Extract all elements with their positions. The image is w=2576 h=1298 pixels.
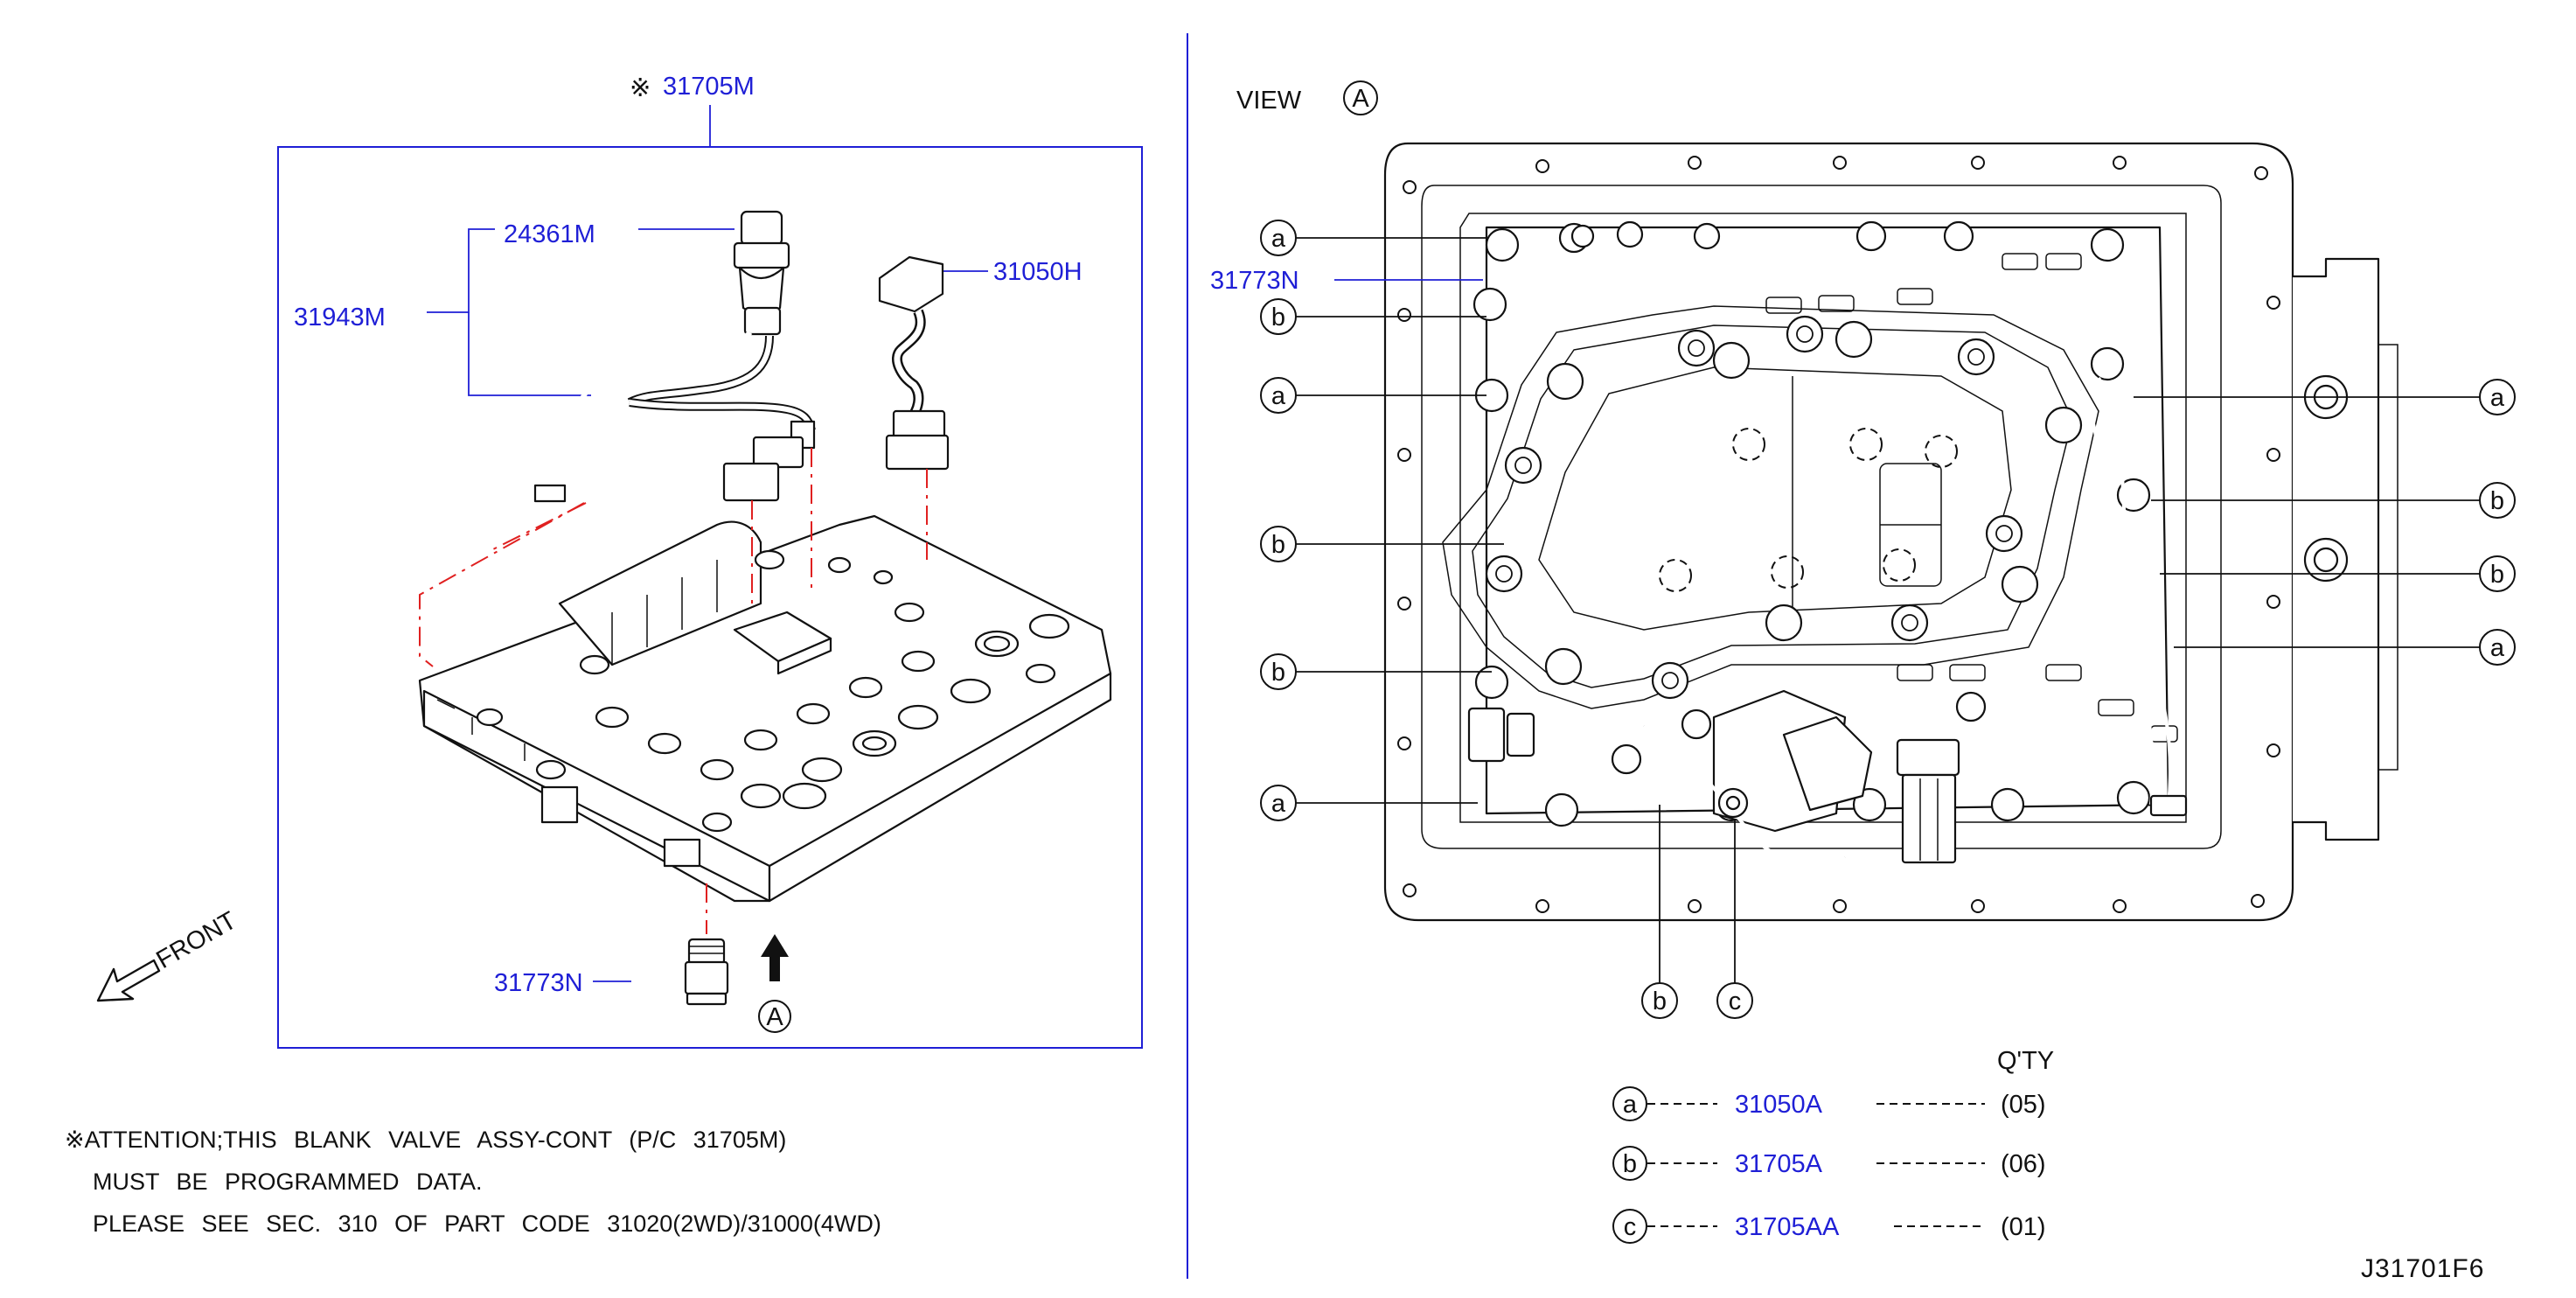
svg-text:a: a [1623, 1091, 1638, 1119]
qty-table: Q'TY a 31050A (05) b 31705A (06) c [1612, 1047, 2054, 1244]
figure-id: J31701F6 [2361, 1254, 2484, 1283]
callout-b-5[interactable]: b [2479, 555, 2516, 592]
qty-code-a[interactable]: 31050A [1735, 1091, 1823, 1119]
part-label-31773N-left[interactable]: 31773N [494, 969, 583, 997]
svg-text:a: a [1271, 382, 1286, 410]
view-marker-left[interactable] [758, 1000, 791, 1033]
plug-label-31773N-right[interactable]: 31773N [1210, 267, 1299, 295]
harness-wires [525, 330, 816, 503]
view-marker-right[interactable] [1343, 80, 1378, 115]
front-arrow [96, 959, 161, 1002]
callout-b-1[interactable]: b [1260, 298, 1297, 335]
attention-line-1: ※ATTENTION;THIS BLANK VALVE ASSY-CONT (P… [65, 1127, 786, 1153]
callout-c-1[interactable]: c [1716, 982, 1753, 1019]
callout-b-3[interactable]: b [1260, 653, 1297, 690]
assembly-frame [277, 146, 1143, 1049]
qty-code-b[interactable]: 31705A [1735, 1150, 1823, 1178]
attention-line-2: MUST BE PROGRAMMED DATA. [93, 1169, 483, 1195]
svg-text:A: A [1352, 85, 1369, 113]
control-valve-body [418, 514, 1112, 903]
left-panel: ※ 31705M 24361M 31943M 31050H 31773N [96, 73, 1143, 1049]
svg-text:a: a [1271, 225, 1286, 253]
svg-text:b: b [1271, 304, 1285, 331]
callout-b-2[interactable]: b [1260, 526, 1297, 562]
svg-text:c: c [1729, 987, 1742, 1015]
svg-text:a: a [2490, 384, 2505, 412]
part-label-24361M[interactable]: 24361M [504, 220, 595, 248]
plug-31773N [684, 938, 729, 1006]
qty-value-a: (05) [2001, 1091, 2046, 1119]
harness-top-connector [733, 210, 790, 336]
qty-row-b[interactable]: b 31705A (06) [1612, 1146, 2046, 1181]
assembly-guides [419, 448, 928, 934]
callout-b-6[interactable]: b [1641, 982, 1678, 1019]
callout-a-4[interactable]: a [2479, 379, 2516, 415]
callout-leaders [1289, 237, 2483, 983]
qty-row-a[interactable]: a 31050A (05) [1612, 1086, 2046, 1121]
right-panel: VIEW A [1210, 80, 2516, 1283]
solenoid-harness [1467, 376, 2188, 864]
connector-31050H [878, 255, 950, 471]
front-label: FRONT [152, 906, 242, 974]
svg-text:b: b [1653, 987, 1667, 1015]
main-part-code[interactable]: 31705M [663, 73, 755, 101]
qty-value-c: (01) [2001, 1213, 2046, 1241]
svg-text:b: b [2490, 561, 2504, 589]
callout-b-4[interactable]: b [2479, 482, 2516, 519]
svg-text:b: b [1271, 659, 1285, 687]
svg-text:b: b [1271, 531, 1285, 559]
svg-text:a: a [1271, 790, 1286, 818]
svg-text:b: b [1623, 1150, 1637, 1178]
qty-row-c[interactable]: c 31705AA (01) [1612, 1209, 2046, 1244]
svg-text:A: A [766, 1003, 783, 1031]
qty-header: Q'TY [1997, 1047, 2054, 1075]
view-arrow [761, 934, 789, 981]
main-part-mark: ※ [630, 74, 651, 102]
attention-note: ※ATTENTION;THIS BLANK VALVE ASSY-CONT (P… [65, 1127, 881, 1237]
callout-a-2[interactable]: a [1260, 377, 1297, 414]
housing-bolt-holes [1397, 156, 2280, 913]
svg-text:b: b [2490, 487, 2504, 515]
part-label-31050H[interactable]: 31050H [993, 258, 1083, 286]
qty-code-c[interactable]: 31705AA [1735, 1213, 1840, 1241]
svg-text:a: a [2490, 634, 2505, 662]
view-title: VIEW [1236, 87, 1302, 115]
callout-a-1[interactable]: a [1260, 220, 1297, 256]
attention-line-3: PLEASE SEE SEC. 310 OF PART CODE 31020(2… [93, 1211, 881, 1237]
callout-a-5[interactable]: a [2479, 629, 2516, 666]
svg-text:c: c [1624, 1213, 1637, 1241]
part-label-31943M[interactable]: 31943M [294, 304, 386, 331]
callout-a-3[interactable]: a [1260, 785, 1297, 821]
qty-value-b: (06) [2001, 1150, 2046, 1178]
